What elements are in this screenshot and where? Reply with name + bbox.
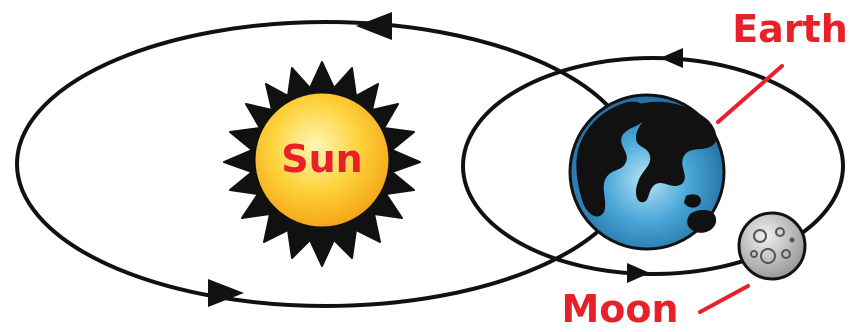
moon-label: Moon [561,287,678,331]
earth-orbit-arrow-bottom-icon [208,279,244,307]
earth-land-australia [687,210,716,233]
earth-globe-icon [570,95,724,249]
moon-leader-line [700,286,748,312]
earth-label: Earth [732,7,848,51]
moon-orbit-arrow-top-icon [660,48,683,68]
moon-icon [739,213,805,279]
sun-label: Sun [281,137,362,181]
moon-orbit-arrow-bottom-icon [627,263,650,283]
earth-orbit-arrow-top-icon [356,12,392,40]
